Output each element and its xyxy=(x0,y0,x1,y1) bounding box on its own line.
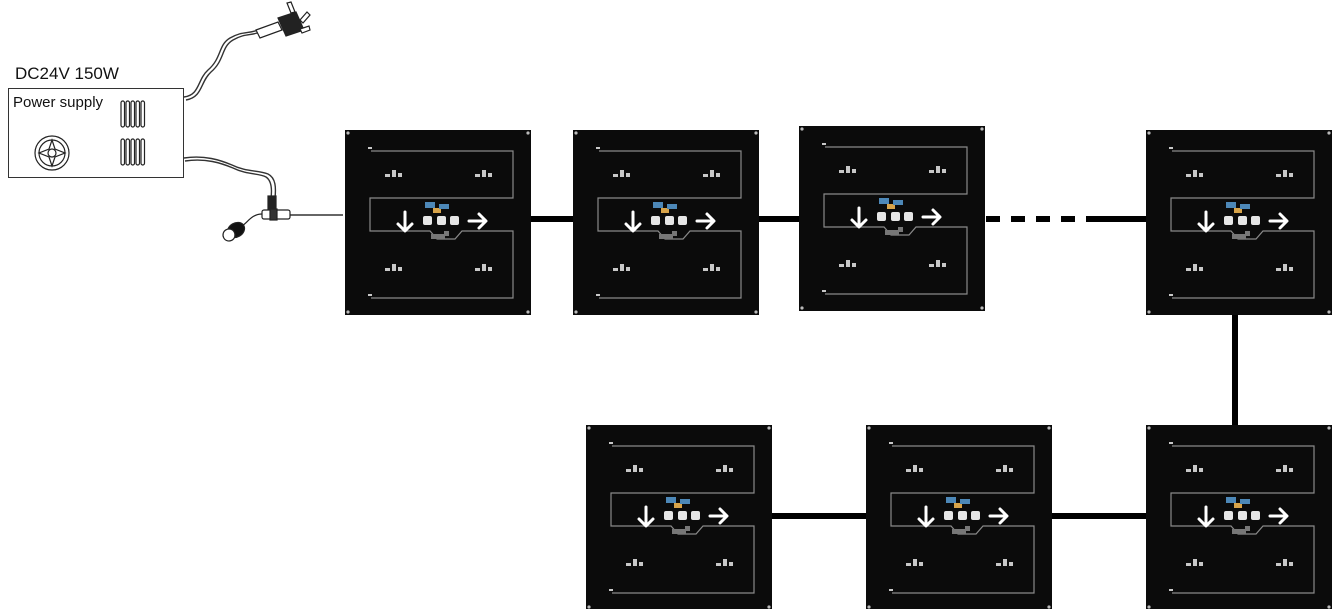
led-panel-2 xyxy=(571,128,761,317)
psu-vent-top xyxy=(120,100,146,128)
plug-icon xyxy=(255,1,311,39)
power-supply-label: Power supply xyxy=(13,94,104,111)
psu-vent-bottom xyxy=(120,138,146,166)
led-panel-6 xyxy=(864,423,1054,609)
mains-cable xyxy=(183,29,261,101)
led-panel-7 xyxy=(584,423,774,609)
psu-fan-icon xyxy=(34,135,70,171)
led-panel-1 xyxy=(343,128,533,317)
led-panel-3 xyxy=(797,124,987,313)
panel-cables xyxy=(531,216,1238,519)
led-panel-5 xyxy=(1144,423,1334,609)
power-supply-rating: DC24V 150W xyxy=(15,64,119,83)
led-panel-4 xyxy=(1144,128,1334,317)
splitter-icon xyxy=(241,195,291,227)
power-supply-box xyxy=(8,88,184,178)
round-connector-icon xyxy=(222,221,246,242)
dc-output-cable xyxy=(183,156,343,216)
